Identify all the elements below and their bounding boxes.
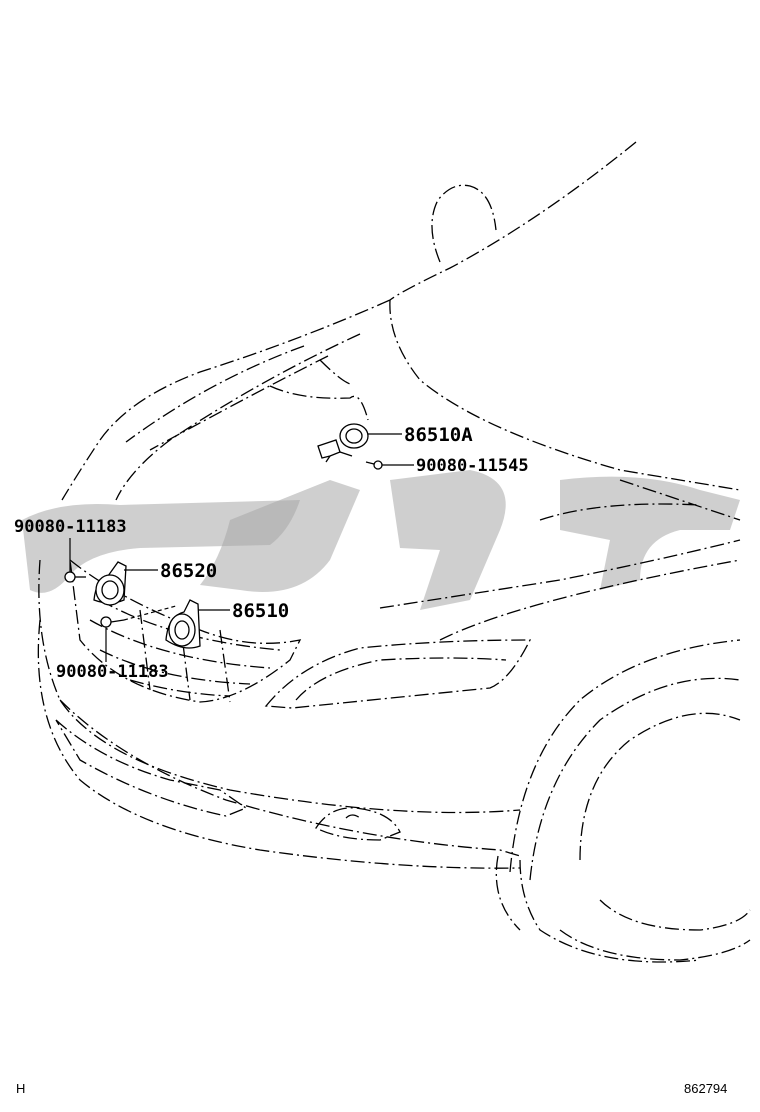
label-86520: 86520 xyxy=(160,560,217,582)
label-86510: 86510 xyxy=(232,600,289,622)
cowl-panel xyxy=(125,345,351,443)
leader-lines xyxy=(69,433,414,662)
mirror-outline xyxy=(431,184,497,263)
footer-left-code: H xyxy=(16,1081,25,1096)
horn-86510A xyxy=(317,423,369,463)
label-90080-11183-bottom: 90080-11183 xyxy=(56,662,169,682)
bumper-lower xyxy=(59,699,521,857)
body-lower xyxy=(495,855,521,931)
fender-side xyxy=(519,859,701,963)
fog-lamp xyxy=(315,807,401,841)
wiper-cowl xyxy=(269,385,369,421)
bumper-bottom xyxy=(37,619,521,869)
bolt-90080-11183-bottom xyxy=(100,616,125,628)
headlight-upper xyxy=(379,539,741,641)
horn-86510 xyxy=(165,599,201,649)
hood-center-line xyxy=(389,299,741,491)
bolt-90080-11545 xyxy=(365,460,383,470)
bumper-intake xyxy=(55,719,248,817)
horn-86520 xyxy=(93,561,127,606)
leader-bolt-axis xyxy=(123,605,177,621)
bolt-90080-11183-top xyxy=(64,571,86,583)
watermark-logo xyxy=(22,470,740,610)
tire-inner xyxy=(579,712,751,931)
hood-crease-left xyxy=(115,333,361,501)
windshield-edge xyxy=(389,141,637,301)
headlight-lower xyxy=(264,639,532,709)
label-90080-11183-top: 90080-11183 xyxy=(14,517,127,537)
hood-crease-right xyxy=(149,355,329,451)
car-outline xyxy=(37,141,751,963)
wheel-arch xyxy=(509,639,741,873)
fog-lamp-inner xyxy=(345,814,361,819)
hood-front-edge xyxy=(61,299,391,501)
tire-outer xyxy=(529,677,751,961)
fender-top xyxy=(539,479,741,521)
headlight-inner xyxy=(295,657,507,701)
footer-figure-number: 862794 xyxy=(684,1081,727,1096)
label-90080-11545: 90080-11545 xyxy=(416,456,529,476)
label-86510A: 86510A xyxy=(404,424,473,446)
